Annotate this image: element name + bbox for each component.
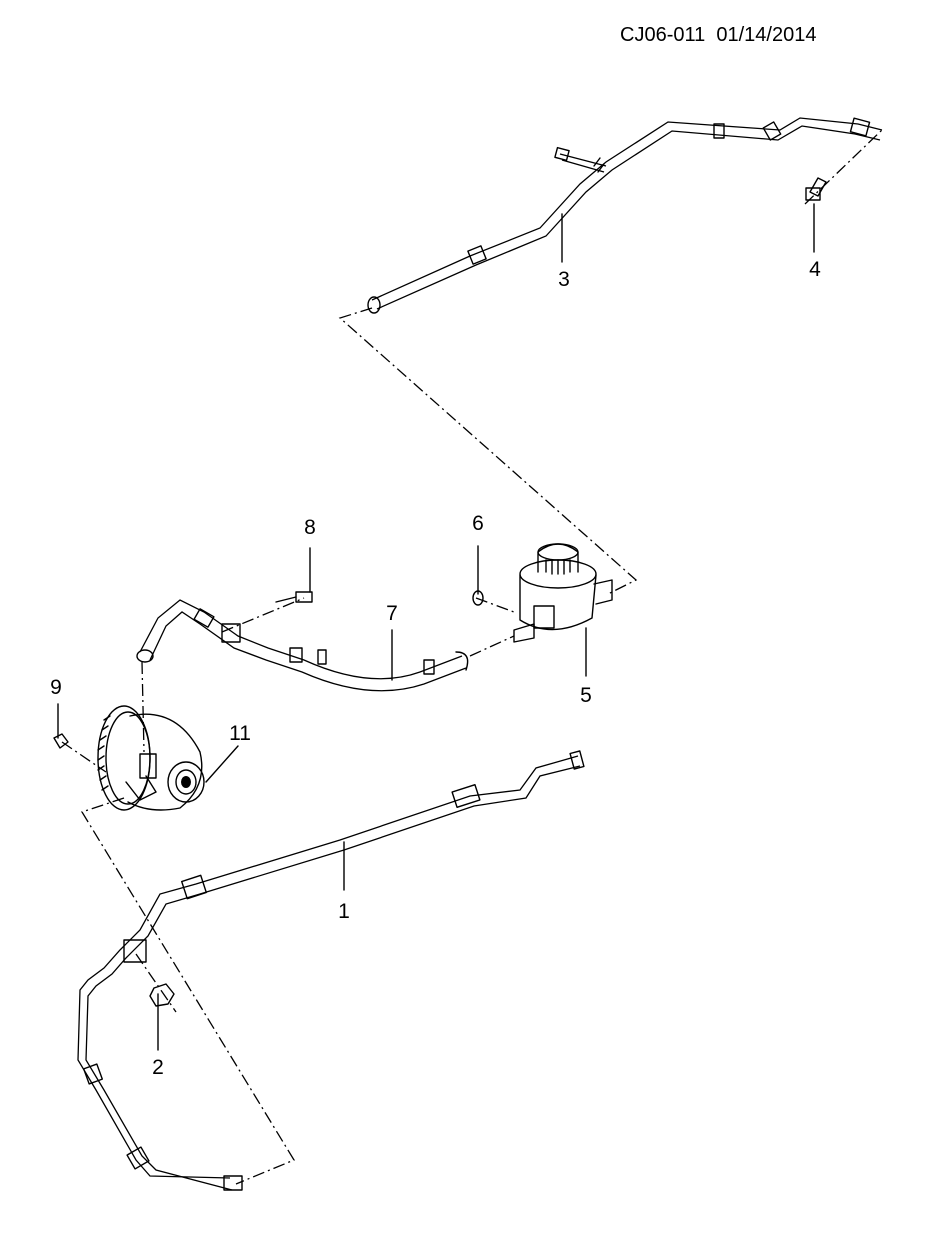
pump-nut [53,733,69,749]
callout-8: 8 [304,516,316,539]
callout-1: 1 [338,900,350,923]
callout-4: 4 [809,258,821,281]
callout-leaders [57,203,815,1051]
supply-hose [136,599,469,692]
diagram-date: 01/14/2014 [716,24,817,46]
diagram-code: CJ06-011 [620,24,706,46]
callout-9: 9 [50,676,62,699]
callout-labels: 1 2 3 4 5 6 7 8 9 11 [50,258,821,1079]
hose-bracket-bolt [275,591,313,603]
bolt [805,177,827,201]
power-steering-pump [97,705,205,811]
return-pipe [367,117,883,314]
fluid-reservoir [513,543,613,643]
pressure-pipe [77,750,585,1191]
callout-3: 3 [558,268,570,291]
callout-6: 6 [472,512,484,535]
callout-5: 5 [580,684,592,707]
callout-7: 7 [386,602,398,625]
callout-11: 11 [229,722,251,745]
alignment-lines [61,129,883,1185]
pipe-nut [149,983,175,1007]
diagram-reference: CJ06-011 01/14/2014 [620,24,816,47]
callout-2: 2 [152,1056,164,1079]
